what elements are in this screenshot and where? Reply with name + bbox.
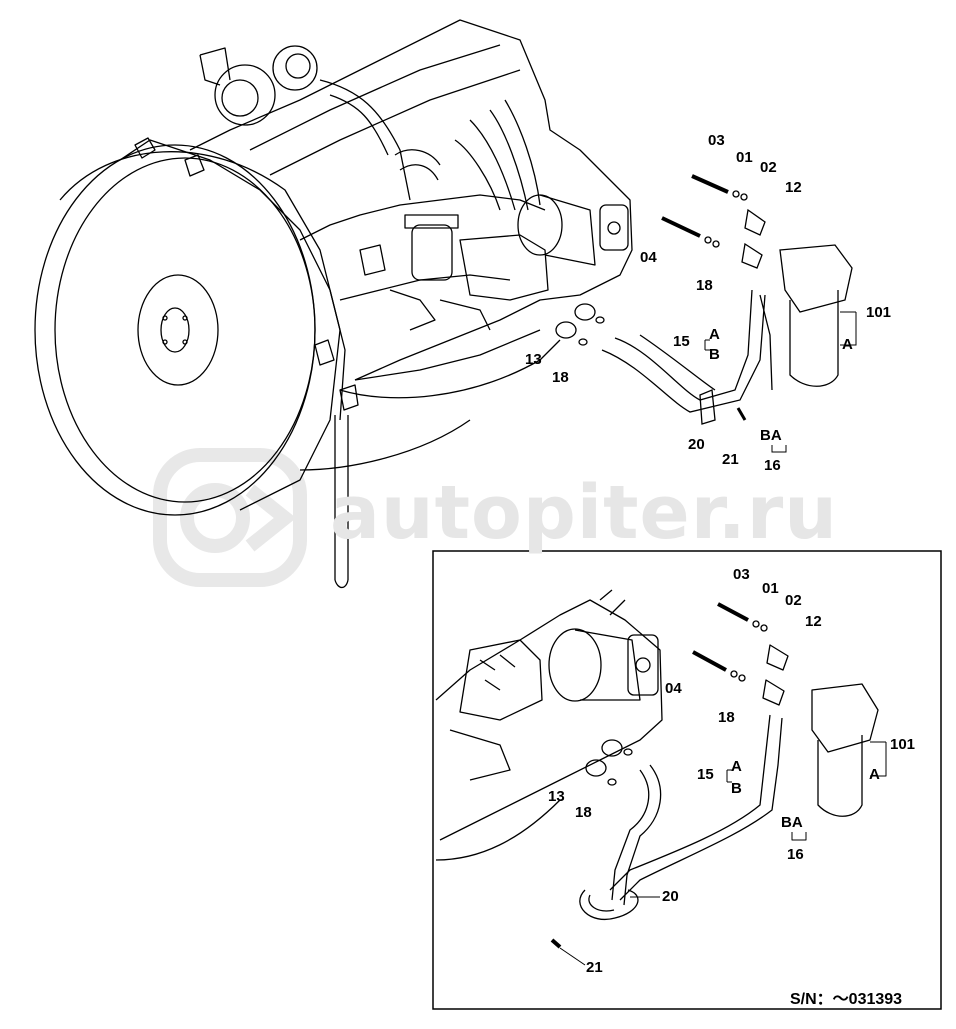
- label-15-b: B: [709, 346, 720, 363]
- watermark-text: autopiter.ru: [330, 470, 838, 556]
- inset-label-12: 12: [805, 613, 822, 630]
- inset-oil-filter: [811, 683, 879, 753]
- hose-15: [614, 289, 753, 401]
- label-03: 03: [708, 132, 725, 149]
- inset-hose: [609, 714, 771, 891]
- inset-label-16: 16: [787, 846, 804, 863]
- inset-label-15: 15: [697, 766, 714, 783]
- bolt-03: [691, 174, 729, 194]
- label-ba: BA: [760, 427, 782, 444]
- inset-bolt-04: [692, 650, 727, 672]
- inset-frame: [432, 550, 942, 1010]
- inset-label-20: 20: [662, 888, 679, 905]
- engine-main-drawing: [34, 19, 633, 589]
- inset-label-101-a: A: [869, 766, 880, 783]
- inset-label-13: 13: [548, 788, 565, 805]
- label-16: 16: [764, 457, 781, 474]
- label-18-upper: 18: [696, 277, 713, 294]
- label-15: 15: [673, 333, 690, 350]
- main-hose-assembly: [555, 174, 857, 453]
- label-13: 13: [525, 351, 542, 368]
- inset-label-15-a: A: [731, 758, 742, 775]
- label-01: 01: [736, 149, 753, 166]
- label-12: 12: [785, 179, 802, 196]
- label-21: 21: [722, 451, 739, 468]
- inset-bolt-21: [550, 938, 562, 949]
- serial-number: S/N：～031393: [790, 991, 903, 1008]
- inset-label-02: 02: [785, 592, 802, 609]
- inset-label-18-lower: 18: [575, 804, 592, 821]
- inset-label-04: 04: [665, 680, 682, 697]
- watermark-logo: [153, 448, 307, 587]
- label-20: 20: [688, 436, 705, 453]
- flywheel-hub: [137, 274, 219, 386]
- inset-label-ba: BA: [781, 814, 803, 831]
- inset-label-101: 101: [890, 736, 916, 753]
- fuel-filter: [411, 224, 453, 281]
- inset-label-18-upper: 18: [718, 709, 735, 726]
- label-101-a: A: [842, 336, 853, 353]
- inset-label-15-b: B: [731, 780, 742, 797]
- inset-label-01: 01: [762, 580, 779, 597]
- bolt-04: [661, 216, 701, 238]
- label-18-lower: 18: [552, 369, 569, 386]
- label-02: 02: [760, 159, 777, 176]
- label-101: 101: [866, 304, 892, 321]
- inset-bolt-03: [717, 602, 749, 622]
- inset-label-03: 03: [733, 566, 750, 583]
- bolt-21: [736, 407, 747, 421]
- label-15-a: A: [709, 326, 720, 343]
- label-04: 04: [640, 249, 657, 266]
- inset-drawing: [435, 589, 887, 966]
- turbocharger: [214, 64, 276, 126]
- inset-label-21: 21: [586, 959, 603, 976]
- oil-filter-head: [779, 244, 853, 313]
